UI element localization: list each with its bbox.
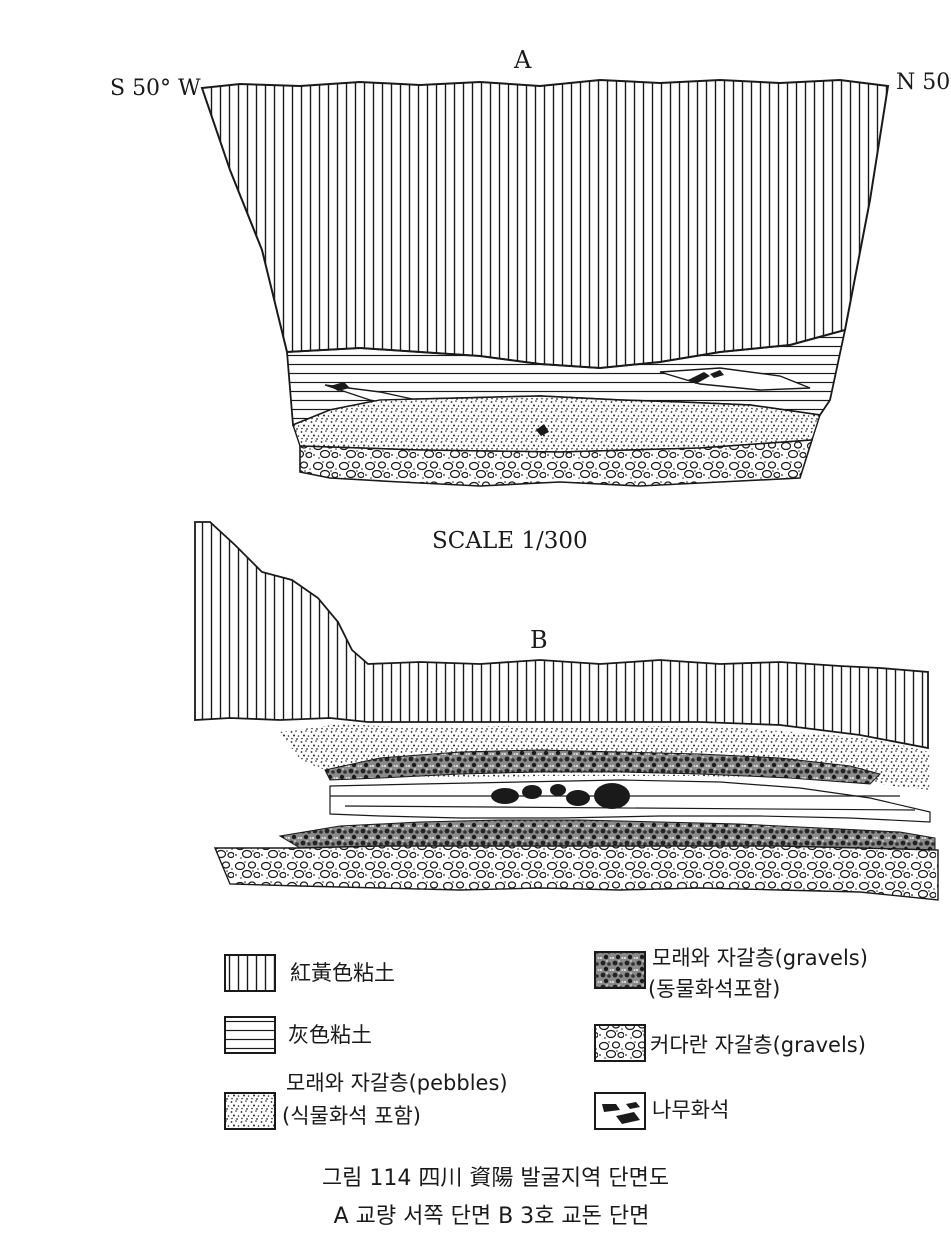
section-b-profile [194,521,939,901]
legend-label-sand-gravel-pebbles-line2: (식물화석 포함) [282,1104,421,1128]
legend-label-sand-gravel-fossil-line1: 모래와 자갈층(gravels) [652,946,868,970]
section-b-wood-fossil-2 [522,785,542,799]
legend-swatch-large-gravels [594,1024,646,1062]
legend-swatch-wood-fossil [594,1092,646,1130]
section-b-wood-fossil-5 [594,783,630,809]
legend-swatch-sand-gravel-fossil [594,951,646,989]
scale-label: SCALE 1/300 [432,528,588,554]
section-a-large-gravels [299,439,814,487]
legend-label-sand-gravel-fossil-line2: (동물화석포함) [648,977,781,1001]
section-b-gray-clay-lens [329,779,931,823]
section-b-red-yellow-clay [194,521,929,750]
section-b-clay-line-2 [344,805,916,811]
section-a-clay-lens-2 [659,367,811,391]
legend-label-large-gravels: 커다란 자갈층(gravels) [650,1033,866,1057]
section-b-wood-fossil-3 [550,784,566,796]
section-b-label: B [530,626,548,654]
section-a-red-yellow-clay [200,78,890,370]
section-b-wood-fossil-4 [566,790,590,806]
legend-label-red-yellow-clay: 紅黃色粘土 [290,961,395,985]
legend-label-gray-clay: 灰色粘土 [288,1023,372,1047]
legend-swatch-gray-clay [224,1016,276,1054]
section-a-wood-fossil-1 [330,382,350,391]
section-a-wood-fossil-3 [710,370,724,378]
section-a-wood-fossil-4 [536,424,549,436]
legend-label-sand-gravel-pebbles-line1: 모래와 자갈층(pebbles) [286,1071,508,1095]
section-a-label: A [514,46,532,74]
section-b-gravel-band-upper [324,749,881,785]
section-a-left-orientation: S 50° W [110,76,201,101]
figure-caption-line2: A 교량 서쪽 단면 B 3호 교돈 단면 [333,1204,650,1229]
section-b-large-gravels [213,845,939,901]
section-a-profile [200,78,890,487]
legend-swatch-sand-gravel-pebbles [224,1092,276,1130]
section-a-wood-fossil-2 [688,372,710,384]
section-a-sand-gravel-pebbles [292,395,821,453]
legend-label-wood-fossil: 나무화석 [652,1098,730,1122]
legend-swatch-red-yellow-clay [224,954,276,992]
figure-caption-line1: 그림 114 四川 資陽 발굴지역 단면도 [321,1166,670,1191]
section-a-right-orientation: N 50 [896,70,951,95]
section-b-wood-fossil-1 [491,788,519,804]
